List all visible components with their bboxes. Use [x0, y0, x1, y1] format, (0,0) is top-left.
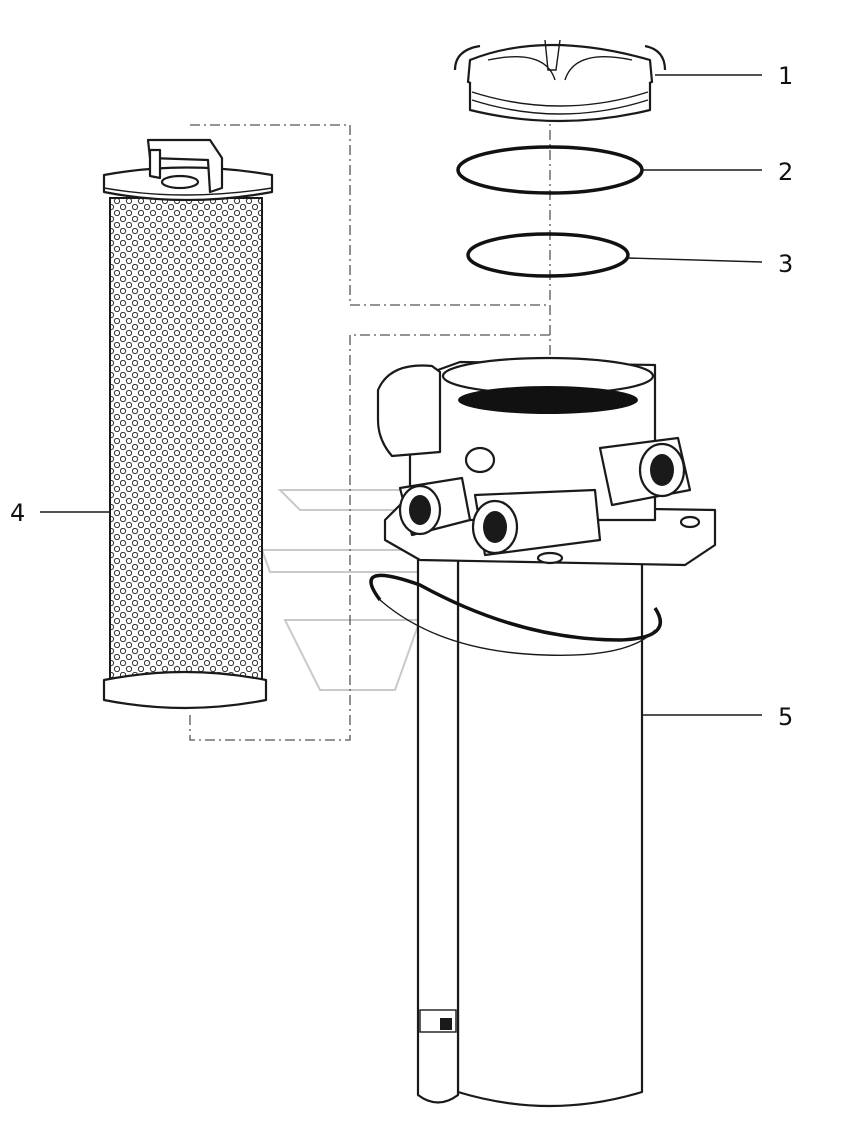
- callout-4: 4: [10, 499, 25, 527]
- assembly-axis-lines: [189, 110, 551, 741]
- threaded-cap: [453, 39, 667, 123]
- callout-labels: 1 2 3 4 5: [10, 62, 793, 731]
- o-ring-lower: [466, 232, 630, 278]
- filter-housing: [369, 356, 717, 1108]
- callout-5: 5: [778, 703, 793, 731]
- leader-lines: [40, 74, 763, 716]
- callout-2: 2: [778, 158, 793, 186]
- callout-1: 1: [778, 62, 793, 90]
- callout-3: 3: [778, 250, 793, 278]
- filter-element: [102, 138, 274, 710]
